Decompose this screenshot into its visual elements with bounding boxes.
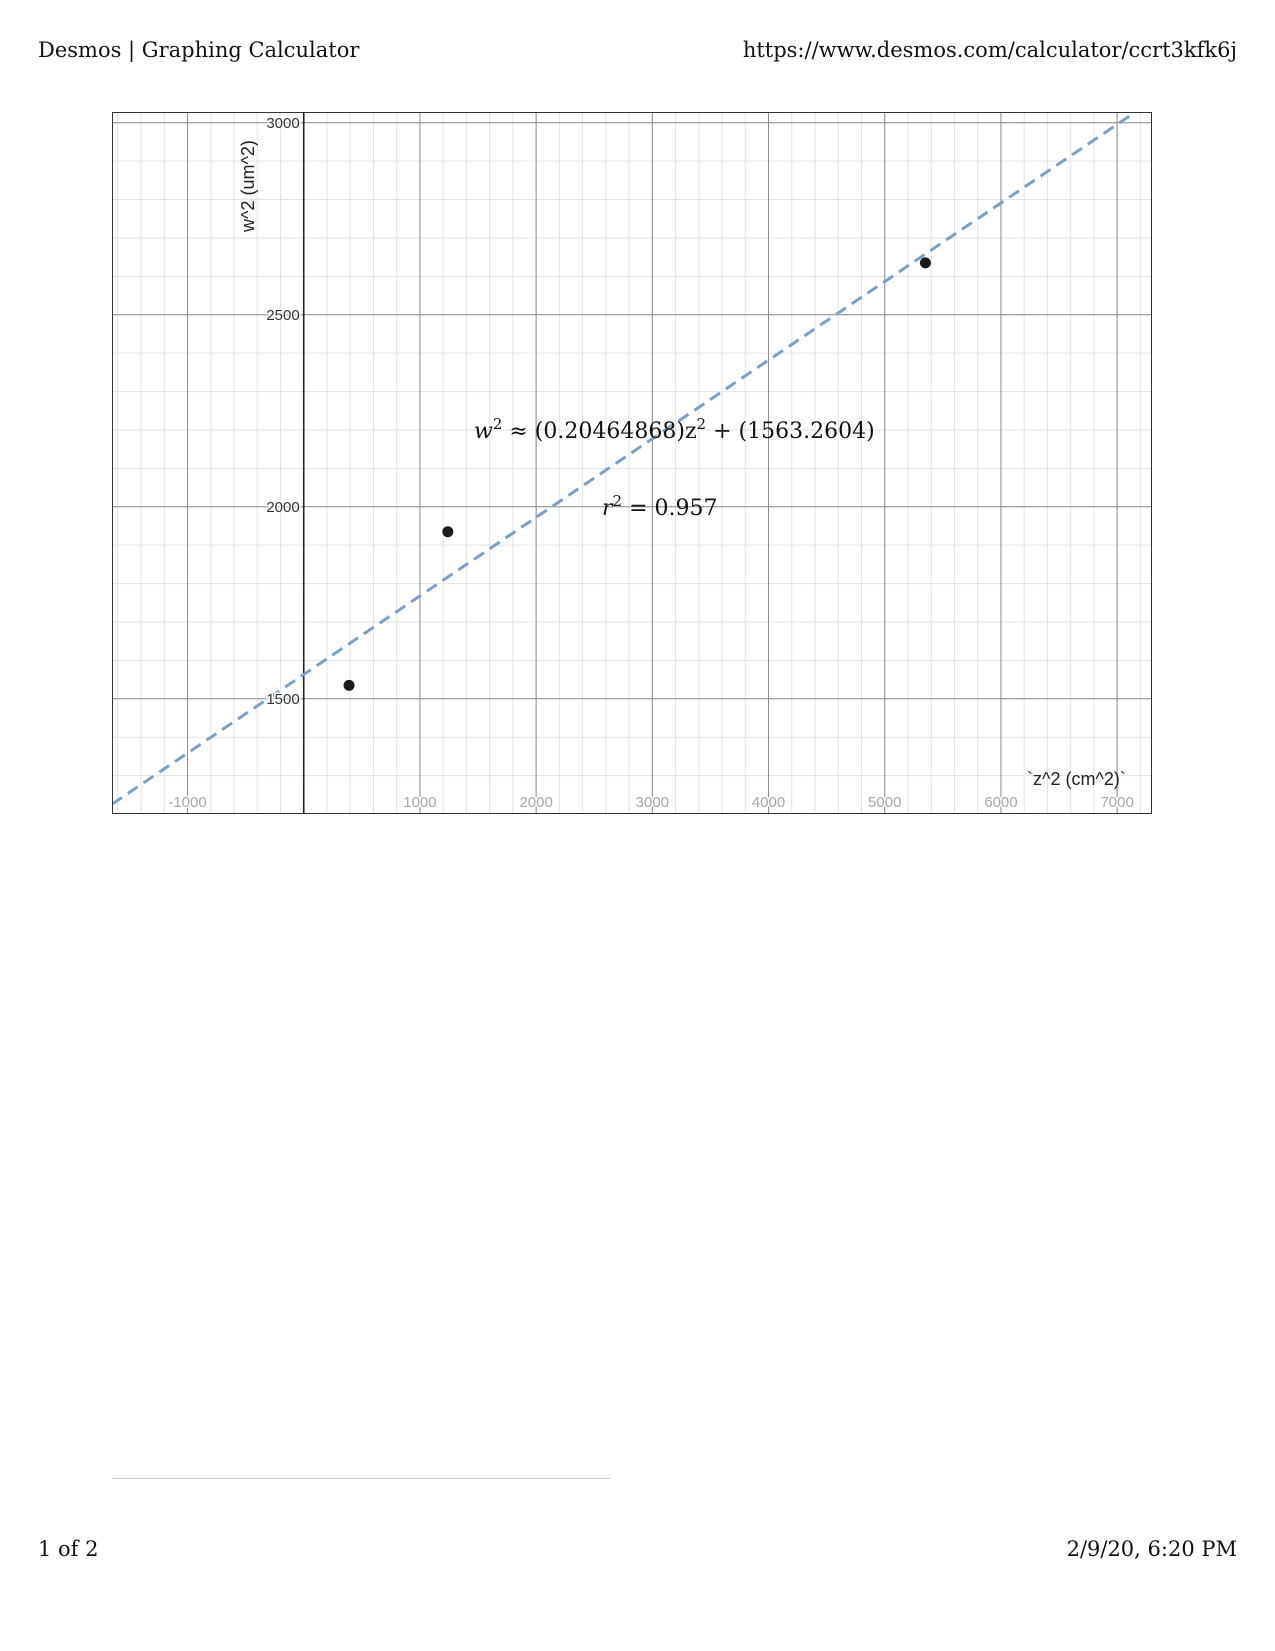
page-title: Desmos | Graphing Calculator: [38, 38, 360, 62]
data-point[interactable]: [919, 257, 931, 269]
x-tick-label: 6000: [984, 794, 1017, 811]
eq-sup2: 2: [697, 415, 707, 433]
page-number: 1 of 2: [38, 1537, 99, 1561]
x-tick-label: -1000: [168, 794, 206, 811]
r-squared: r2 = 0.957: [602, 492, 717, 521]
fit-line-group: [112, 112, 1152, 806]
y-tick-label: 3000: [266, 115, 299, 132]
x-tick-label: 1000: [403, 794, 436, 811]
graph-canvas[interactable]: -1000 1000 2000 3000 4000 5000 6000 7000 1500 200…: [112, 112, 1152, 814]
x-tick-label: 7000: [1100, 794, 1133, 811]
y-tick-label: 1500: [266, 691, 299, 708]
page-url[interactable]: https://www.desmos.com/calculator/ccrt3k…: [742, 38, 1237, 62]
data-point[interactable]: [442, 526, 454, 538]
r2-rhs: = 0.957: [622, 496, 717, 521]
eq-lhs: w: [474, 419, 493, 444]
eq-rhs: + (1563.2604): [706, 419, 875, 444]
graph-border: [112, 112, 1152, 814]
grid-major: [112, 112, 1152, 814]
y-tick-label: 2000: [266, 499, 299, 516]
x-tick-label: 3000: [636, 794, 669, 811]
x-tick-label: 5000: [868, 794, 901, 811]
fit-line[interactable]: [112, 112, 1152, 806]
grid-minor: [112, 112, 1152, 814]
eq-sup: 2: [493, 415, 503, 433]
x-tick-label: 2000: [519, 794, 552, 811]
print-datetime: 2/9/20, 6:20 PM: [1066, 1537, 1237, 1561]
r2-sup: 2: [613, 492, 623, 510]
x-axis-label: `z^2 (cm^2)`: [1027, 769, 1126, 789]
r2-lhs: r: [602, 496, 614, 521]
points-group: [343, 257, 931, 691]
y-axis-label: w^2 (um^2): [238, 140, 258, 233]
data-point[interactable]: [343, 679, 355, 691]
tick-labels: -1000 1000 2000 3000 4000 5000 6000 7000 1500 200…: [167, 113, 1135, 812]
footer-rule: [112, 1478, 610, 1479]
eq-mid: ≈ (0.20464868)z: [502, 419, 696, 444]
y-tick-label: 2500: [266, 307, 299, 324]
x-tick-label: 4000: [752, 794, 785, 811]
regression-equation: w2 ≈ (0.20464868)z2 + (1563.2604): [474, 415, 875, 444]
